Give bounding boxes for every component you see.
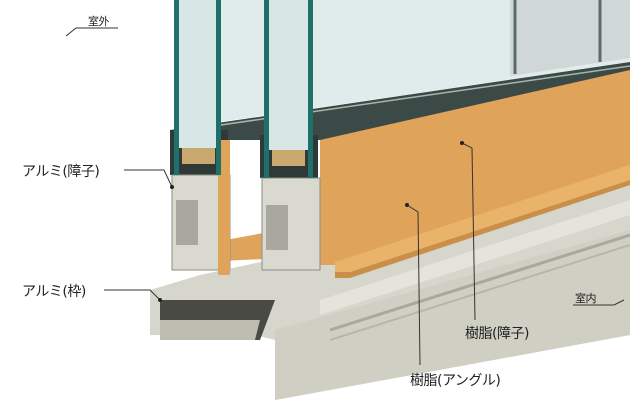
glass-pane <box>269 0 308 150</box>
aluminum-frame-rail <box>320 200 630 315</box>
indoor-leader <box>573 299 625 306</box>
leader-dots <box>158 141 464 302</box>
resin-sash-leader <box>461 142 476 321</box>
glass-pane-edge <box>264 0 269 178</box>
sash1-profile-cavity <box>176 200 198 245</box>
resin-angle-edge <box>335 180 630 278</box>
resin-sash-face <box>320 70 630 265</box>
resin-angle-label: 樹脂(アングル) <box>410 373 501 389</box>
outdoor-leader <box>65 27 118 37</box>
glass-pane-edge <box>216 0 221 175</box>
resin-sash-label: 樹脂(障子) <box>465 326 529 342</box>
frame-cavity-floor <box>160 320 260 340</box>
leader-dot <box>158 298 162 302</box>
resin-angle-leader <box>406 204 421 366</box>
leader-dot <box>405 203 409 207</box>
aluminum-frame-label: アルミ(枠) <box>22 284 86 300</box>
leader-dot <box>460 141 464 145</box>
sash1-spacer <box>182 148 215 164</box>
glass-pane-edge <box>308 0 313 178</box>
leader-lines <box>65 27 625 366</box>
glass-pane <box>179 0 216 148</box>
frame-groove <box>329 233 630 332</box>
indoor-label: 室内 <box>575 292 597 305</box>
aluminum-sash-label: アルミ(障子) <box>22 164 100 180</box>
sash2-spacer <box>272 150 305 166</box>
outdoor-label: 室外 <box>88 15 110 28</box>
aluminum-sash-leader <box>124 169 173 188</box>
glass-pane-edge <box>174 0 179 175</box>
sash2-profile-cavity <box>266 205 288 250</box>
resin-angle <box>335 165 630 272</box>
leader-dot <box>170 185 174 189</box>
aluminum-frame-leader <box>104 289 161 301</box>
frame-groove <box>329 244 630 341</box>
